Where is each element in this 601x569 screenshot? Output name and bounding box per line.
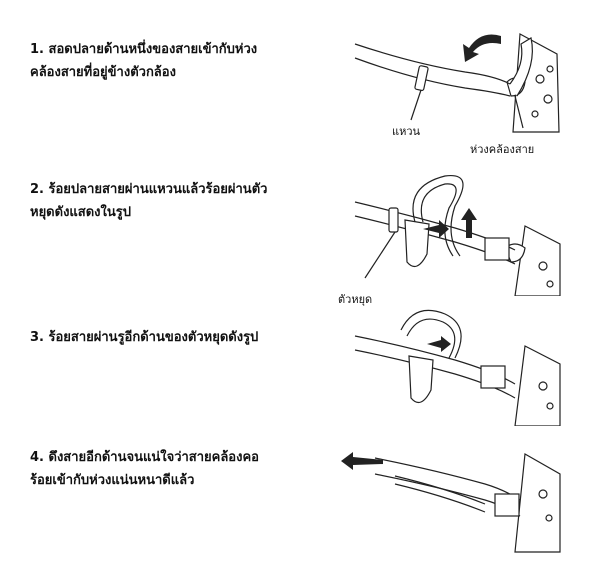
up-arrow-icon <box>461 208 477 238</box>
step-1-line-2: คล้องสายที่อยู่ข้างตัวกล้อง <box>30 65 176 80</box>
step-3-text: 3. ร้อยสายผ่านรูอีกด้านของตัวหยุดดังรูป <box>30 326 330 349</box>
right-arrow-icon <box>423 220 449 238</box>
callout-ring: แหวน <box>392 125 421 138</box>
step-2-line-1: 2. ร้อยปลายสายผ่านแหวนแล้วร้อยผ่านตัว <box>30 182 268 197</box>
illustration-step-3 <box>345 306 565 426</box>
illustration-step-4 <box>335 434 565 554</box>
step-1-text: 1. สอดปลายด้านหนึ่งของสายเข้ากับห่วง คล้… <box>30 38 330 84</box>
step-4-line-2: ร้อยเข้ากับห่วงแน่นหนาดีแล้ว <box>30 473 195 488</box>
illustration-step-2 <box>345 166 565 296</box>
step-3-line-1: 3. ร้อยสายผ่านรูอีกด้านของตัวหยุดดังรูป <box>30 330 259 345</box>
callout-strap-loop: ห่วงคล้องสาย <box>470 143 535 156</box>
step-2-text: 2. ร้อยปลายสายผ่านแหวนแล้วร้อยผ่านตัว หย… <box>30 178 330 224</box>
callout-stopper: ตัวหยุด <box>338 293 373 306</box>
step-1-line-1: 1. สอดปลายด้านหนึ่งของสายเข้ากับห่วง <box>30 42 258 57</box>
step-2-line-2: หยุดดังแสดงในรูป <box>30 205 131 220</box>
illustration-step-1 <box>345 24 565 134</box>
step-4-line-1: 4. ดึงสายอีกด้านจนแน่ใจว่าสายคล้องคอ <box>30 450 259 465</box>
curved-arrow-icon <box>463 34 501 62</box>
step-4-text: 4. ดึงสายอีกด้านจนแน่ใจว่าสายคล้องคอ ร้อ… <box>30 446 330 492</box>
right-arrow-icon <box>427 336 451 352</box>
left-arrow-icon <box>341 452 383 470</box>
